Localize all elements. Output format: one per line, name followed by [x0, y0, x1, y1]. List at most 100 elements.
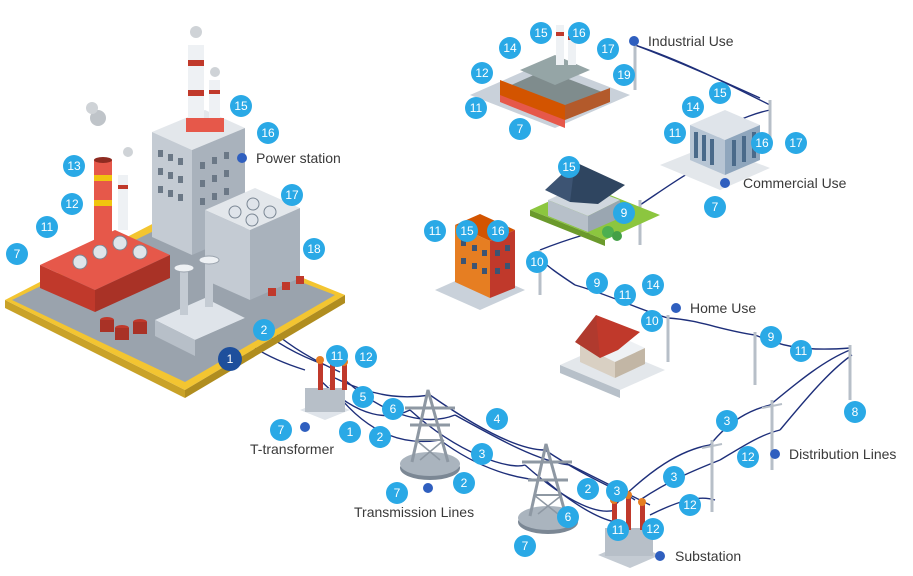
svg-text:6: 6: [390, 402, 397, 416]
number-badge: 14: [682, 96, 704, 118]
svg-text:3: 3: [724, 414, 731, 428]
number-badge: 4: [486, 408, 508, 430]
number-badge: 3: [471, 443, 493, 465]
number-badge: 7: [514, 535, 536, 557]
number-badge: 7: [6, 243, 28, 265]
number-badge: 12: [355, 346, 377, 368]
svg-text:11: 11: [429, 224, 442, 238]
number-badge: 12: [679, 494, 701, 516]
svg-text:14: 14: [686, 100, 700, 114]
svg-text:7: 7: [14, 247, 21, 261]
label-commercial-use: Commercial Use: [720, 175, 847, 191]
number-badge: 3: [606, 480, 628, 502]
number-badge: 10: [526, 251, 548, 273]
svg-text:1: 1: [227, 352, 234, 366]
number-badge: 7: [704, 196, 726, 218]
number-badge: 3: [663, 466, 685, 488]
number-badge: 17: [281, 184, 303, 206]
number-badges: 15 16 13 12 11 7 17 18 2 1 15 16 14 17 1…: [6, 22, 866, 557]
svg-text:12: 12: [475, 66, 489, 80]
svg-text:7: 7: [517, 122, 524, 136]
svg-text:15: 15: [234, 99, 248, 113]
label-power-station: Power station: [237, 150, 341, 166]
number-badge: 14: [642, 274, 664, 296]
number-badge: 7: [270, 419, 292, 441]
svg-text:10: 10: [645, 314, 659, 328]
number-badge: 5: [352, 386, 374, 408]
commercial-building-illustration: [660, 110, 770, 190]
svg-text:11: 11: [41, 220, 54, 234]
wire-home-pole-a: [667, 317, 756, 336]
svg-text:3: 3: [479, 447, 486, 461]
svg-text:7: 7: [394, 486, 401, 500]
svg-text:11: 11: [795, 344, 808, 358]
svg-text:1: 1: [347, 425, 354, 439]
svg-text:18: 18: [307, 242, 321, 256]
svg-text:16: 16: [755, 136, 769, 150]
svg-text:3: 3: [671, 470, 678, 484]
svg-text:9: 9: [594, 276, 601, 290]
apartment-building-illustration: [435, 214, 525, 310]
svg-text:5: 5: [360, 390, 367, 404]
svg-text:11: 11: [470, 101, 483, 115]
number-badge: 2: [369, 426, 391, 448]
number-badge: 6: [557, 506, 579, 528]
svg-text:16: 16: [491, 224, 505, 238]
number-badge: 11: [424, 220, 446, 242]
number-badge: 9: [760, 326, 782, 348]
label-power-station-text: Power station: [256, 150, 341, 166]
svg-text:9: 9: [621, 206, 628, 220]
number-badge: 11: [664, 122, 686, 144]
number-badge: 1: [218, 347, 242, 371]
svg-text:2: 2: [585, 482, 592, 496]
svg-text:7: 7: [712, 200, 719, 214]
svg-text:12: 12: [65, 197, 79, 211]
number-badge: 3: [716, 410, 738, 432]
number-badge: 17: [597, 38, 619, 60]
svg-text:12: 12: [359, 350, 373, 364]
svg-text:8: 8: [852, 405, 859, 419]
industrial-building-illustration: [470, 25, 630, 128]
number-badge: 11: [326, 345, 348, 367]
svg-text:3: 3: [614, 484, 621, 498]
label-distribution-lines: Distribution Lines: [770, 446, 896, 462]
label-transmission-lines-text: Transmission Lines: [354, 504, 474, 520]
svg-text:19: 19: [617, 68, 631, 82]
number-badge: 1: [339, 421, 361, 443]
label-dot: [770, 449, 780, 459]
label-industrial-use-text: Industrial Use: [648, 33, 734, 49]
t-transformer-illustration: [300, 351, 350, 420]
label-t-transformer-text: T-transformer: [250, 441, 334, 457]
number-badge: 15: [709, 82, 731, 104]
number-badge: 2: [453, 472, 475, 494]
label-transmission-lines: Transmission Lines: [354, 483, 474, 520]
number-badge: 9: [613, 202, 635, 224]
svg-text:15: 15: [460, 224, 474, 238]
number-badge: 11: [36, 216, 58, 238]
label-dot: [237, 153, 247, 163]
number-badge: 14: [499, 37, 521, 59]
wire-dist-pole2-b: [719, 429, 781, 461]
number-badge: 11: [790, 340, 812, 362]
number-badge: 15: [456, 220, 478, 242]
label-t-transformer: T-transformer: [250, 422, 334, 457]
number-badge: 6: [382, 398, 404, 420]
svg-text:16: 16: [572, 26, 586, 40]
number-badge: 16: [751, 132, 773, 154]
power-station-illustration: [5, 26, 345, 398]
number-badge: 2: [577, 478, 599, 500]
label-distribution-lines-text: Distribution Lines: [789, 446, 896, 462]
number-badge: 15: [230, 95, 252, 117]
number-badge: 10: [641, 310, 663, 332]
wire-tower1-tower2-b: [429, 394, 546, 451]
number-badge: 12: [737, 446, 759, 468]
number-badge: 11: [607, 519, 629, 541]
svg-text:7: 7: [522, 539, 529, 553]
svg-text:11: 11: [669, 126, 682, 140]
number-badge: 16: [257, 122, 279, 144]
number-badge: 7: [509, 118, 531, 140]
number-badge: 7: [386, 482, 408, 504]
home-cottage-illustration: [560, 315, 665, 398]
label-dot: [629, 36, 639, 46]
